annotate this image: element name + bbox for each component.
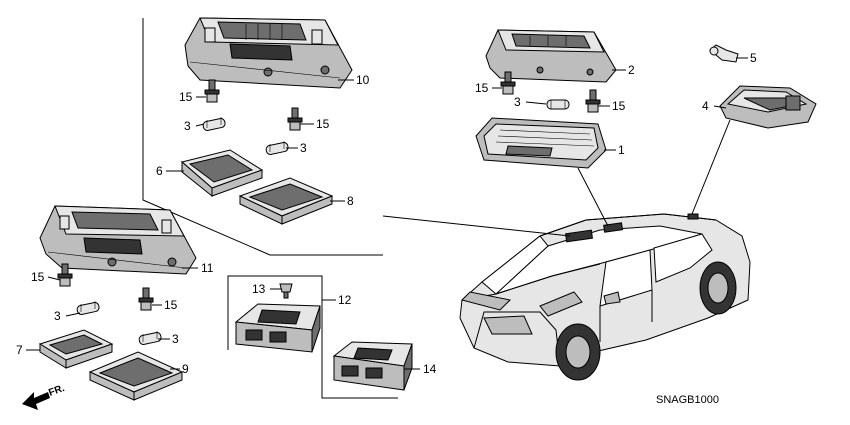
diagram-code: SNAGB1000 <box>656 394 719 406</box>
pointer-lines <box>26 57 748 370</box>
callout-labels: 10 15 3 15 3 6 8 11 15 3 15 3 7 9 13 12 … <box>16 51 757 376</box>
callout-15: 15 <box>612 99 626 113</box>
callout-8: 8 <box>347 194 354 208</box>
part-2-map-light-base <box>485 29 617 83</box>
part-4-cargo-light <box>719 85 817 129</box>
part-3-bulb-a <box>202 117 226 131</box>
callout-15: 15 <box>316 117 330 131</box>
callout-3: 3 <box>514 95 521 109</box>
part-11-overhead-console <box>39 205 197 275</box>
callout-4: 4 <box>702 99 709 113</box>
part-7-lens-frame <box>38 329 114 369</box>
part-15-bolt-b <box>287 107 303 131</box>
front-direction-label: FR. <box>47 383 66 399</box>
part-8-lens-frame <box>238 177 334 225</box>
callout-15: 15 <box>164 298 178 312</box>
part-1-lens <box>475 117 607 169</box>
callout-5: 5 <box>750 51 757 65</box>
callout-3: 3 <box>300 141 307 155</box>
part-15-bolt-e <box>500 71 516 95</box>
part-15-bolt-c <box>57 263 73 287</box>
part-9-lens-frame <box>88 351 184 401</box>
callout-6: 6 <box>156 164 163 178</box>
part-15-bolt-f <box>585 89 601 113</box>
callout-7: 7 <box>16 343 23 357</box>
callout-10: 10 <box>356 73 370 87</box>
callout-3: 3 <box>54 309 61 323</box>
group-frame-lines <box>142 18 383 256</box>
part-15-bolt-a <box>204 79 220 103</box>
part-5-bulb <box>709 44 739 63</box>
callout-13: 13 <box>252 282 266 296</box>
callout-15: 15 <box>475 81 489 95</box>
callout-3: 3 <box>172 332 179 346</box>
callout-9: 9 <box>182 362 189 376</box>
callout-3: 3 <box>184 119 191 133</box>
arrow-icon <box>22 392 50 410</box>
callout-2: 2 <box>628 63 635 77</box>
part-6-lens-frame <box>180 149 264 198</box>
callout-1: 1 <box>618 143 625 157</box>
part-13-clip <box>279 283 293 299</box>
part-3-bulb-b <box>265 141 289 155</box>
part-3-bulb-c <box>76 301 100 315</box>
part-14-housing <box>332 341 413 391</box>
callout-11: 11 <box>201 261 214 275</box>
callout-15: 15 <box>31 270 45 284</box>
part-14-group-bracket <box>321 340 398 399</box>
part-15-bolt-d <box>138 287 154 311</box>
vehicle-sedan <box>459 213 751 381</box>
callout-14: 14 <box>423 362 437 376</box>
callout-15: 15 <box>179 90 193 104</box>
front-direction-arrow: FR. <box>22 383 66 410</box>
part-10-overhead-console <box>184 17 353 89</box>
part-12-housing <box>234 303 321 353</box>
callout-12: 12 <box>338 293 352 307</box>
part-3-bulb-e <box>546 99 570 110</box>
part-3-bulb-d <box>138 331 162 345</box>
